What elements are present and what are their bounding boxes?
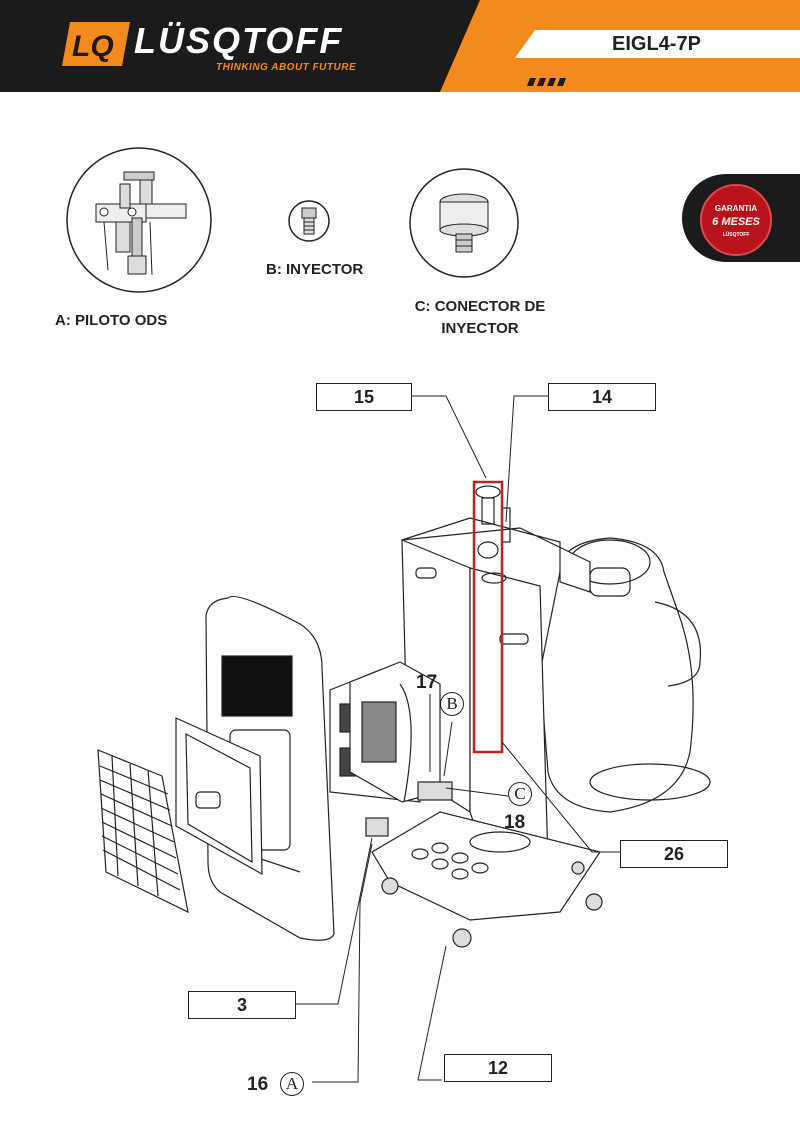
part-c-label-line2: INYECTOR <box>441 320 519 337</box>
leader-16 <box>312 843 373 1083</box>
gas-cylinder-drawing <box>539 537 711 813</box>
injector-illustration <box>288 200 330 242</box>
burner-panel-drawing <box>329 661 453 837</box>
part-c-label-line1: C: CONECTOR DE <box>414 298 546 315</box>
leader-c <box>445 787 509 797</box>
logo-mark-icon: LQ <box>62 22 130 66</box>
leader-26 <box>501 741 620 853</box>
callout-26: 26 <box>620 840 728 868</box>
circle-c-marker: C <box>508 782 532 806</box>
front-grill-drawing <box>97 749 189 914</box>
leader-12 <box>417 945 447 1081</box>
parts-illustrations <box>66 147 519 293</box>
callout-15: 15 <box>316 383 412 411</box>
model-number: EIGL4-7P <box>612 33 701 55</box>
leader-14 <box>505 395 548 523</box>
number-18: 18 <box>504 812 526 833</box>
part-a-label: A: PILOTO ODS <box>55 312 168 329</box>
pilot-ods-illustration <box>66 147 212 293</box>
front-frame-drawing <box>175 717 263 876</box>
brand-name: LÜSQTOFF <box>134 20 344 61</box>
circle-b-marker: B <box>440 692 464 716</box>
warranty-line1: GARANTIA <box>714 204 758 213</box>
part-b-label: B: INYECTOR <box>266 261 364 278</box>
base-tray-drawing <box>371 811 603 948</box>
warranty-line3: LÜSQTOFF <box>722 232 750 238</box>
callout-3: 3 <box>188 991 296 1019</box>
callout-12: 12 <box>444 1054 552 1082</box>
brand-tagline: THINKING ABOUT FUTURE <box>216 62 357 73</box>
brand-logo: LQ LÜSQTOFF THINKING ABOUT FUTURE <box>62 16 392 76</box>
callout-14: 14 <box>548 383 656 411</box>
number-17: 17 <box>416 672 438 693</box>
warranty-badge: GARANTIA 6 MESES LÜSQTOFF <box>682 174 800 262</box>
warranty-seal-icon <box>700 184 772 256</box>
header-banner: LQ LÜSQTOFF THINKING ABOUT FUTURE EIGL4-… <box>0 0 800 92</box>
svg-text:LQ: LQ <box>72 30 114 63</box>
warranty-line2: 6 MESES <box>712 216 760 228</box>
injector-connector-illustration <box>409 168 519 278</box>
highlight-frame <box>472 480 504 754</box>
header-decoration <box>440 0 800 92</box>
leader-b <box>443 721 453 777</box>
leader-3 <box>294 837 373 1005</box>
number-16: 16 <box>247 1074 269 1095</box>
exploded-diagram <box>97 395 711 1083</box>
leader-15 <box>410 395 487 479</box>
circle-a-marker: A <box>280 1072 304 1096</box>
